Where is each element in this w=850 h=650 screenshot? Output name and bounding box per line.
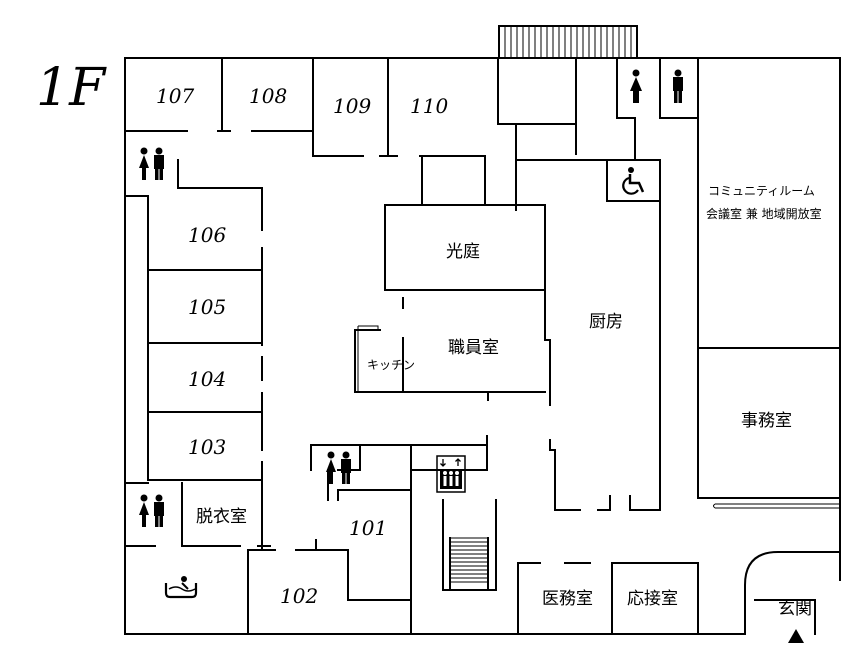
- elevator-icon: [436, 455, 466, 493]
- kitchenette-label: キッチン: [367, 358, 416, 372]
- outer-walls: [124, 57, 841, 635]
- restroom-icon: [326, 451, 351, 484]
- room-102-label: 102: [280, 584, 319, 608]
- community-room-sublabel: 会議室 兼 地域開放室: [706, 207, 822, 221]
- entrance-arrow-icon: [788, 629, 804, 643]
- community-room-label: コミュニティルーム: [708, 184, 815, 198]
- elevator-stairs: [442, 499, 497, 591]
- kitchen-walls: [515, 159, 661, 511]
- kitchen-label: 厨房: [589, 312, 623, 332]
- courtyard-label: 光庭: [446, 242, 480, 262]
- floor-tag: 1F: [36, 58, 106, 118]
- female-toilet-icon: [630, 69, 642, 103]
- entrance-label: 玄関: [778, 599, 812, 619]
- room-109-label: 109: [333, 94, 372, 118]
- room-103-label: 103: [188, 435, 227, 459]
- room-101-label: 101: [349, 516, 388, 540]
- male-toilet-icon: [673, 69, 683, 103]
- room-110-label: 110: [410, 94, 449, 118]
- top-stairs: [498, 25, 638, 59]
- top-left-rooms: [124, 57, 486, 206]
- top-center-cluster: [497, 57, 699, 349]
- bathtub-icon: [164, 576, 198, 599]
- right-walls: [697, 347, 841, 509]
- center-block: [295, 204, 551, 635]
- office-label: 事務室: [741, 411, 792, 431]
- room-106-label: 106: [188, 223, 227, 247]
- restroom-icon: [139, 494, 164, 527]
- changing-room-label: 脱衣室: [196, 507, 247, 527]
- room-108-label: 108: [249, 84, 288, 108]
- reception-room-label: 応接室: [627, 589, 678, 609]
- bottom-rooms: [517, 562, 816, 635]
- wheelchair-icon: [622, 167, 645, 195]
- restroom-icon: [139, 147, 164, 180]
- medical-room-label: 医務室: [542, 589, 593, 609]
- staff-room-label: 職員室: [448, 338, 499, 358]
- room-107-label: 107: [156, 84, 195, 108]
- room-104-label: 104: [188, 367, 227, 391]
- left-rooms: [124, 159, 276, 635]
- room-105-label: 105: [188, 295, 227, 319]
